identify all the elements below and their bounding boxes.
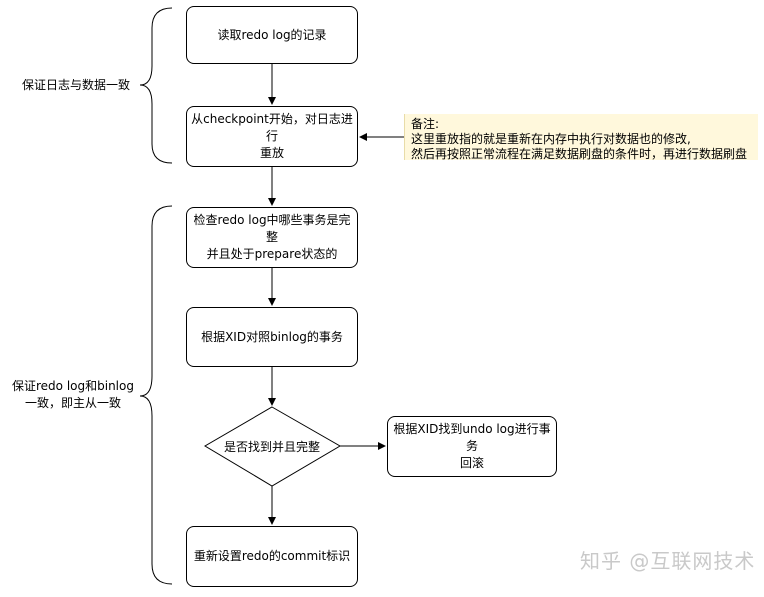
step-read-redo-log: 读取redo log的记录	[186, 6, 358, 64]
step-replay-from-checkpoint: 从checkpoint开始，对日志进行 重放	[186, 106, 358, 167]
watermark: 知乎 @互联网技术	[580, 549, 756, 573]
annotation-note: 备注: 这里重放指的就是重新在内存中执行对数据也的修改, 然后再按照正常流程在满…	[404, 114, 758, 161]
step-rollback-via-undo-log: 根据XID找到undo log进行事务 回滚	[387, 416, 557, 477]
decision-label: 是否找到并且完整	[223, 440, 320, 454]
step-compare-binlog-by-xid: 根据XID对照binlog的事务	[186, 307, 358, 367]
group-label-master-slave-consistency: 保证redo log和binlog 一致，即主从一致	[12, 379, 134, 410]
group-label-data-consistency: 保证日志与数据一致	[21, 78, 130, 92]
brace-group-2	[139, 205, 173, 585]
brace-group-1	[139, 7, 173, 164]
note-line-1: 这里重放指的就是重新在内存中执行对数据也的修改,	[411, 132, 691, 146]
step-reset-commit-flag: 重新设置redo的commit标识	[186, 526, 358, 587]
note-line-2: 然后再按照正常流程在满足数据刷盘的条件时，再进行数据刷盘	[411, 147, 748, 161]
step-check-prepare-transactions: 检查redo log中哪些事务是完整 并且处于prepare状态的	[186, 207, 358, 268]
note-title: 备注:	[411, 117, 440, 131]
decision-diamond	[204, 406, 341, 487]
